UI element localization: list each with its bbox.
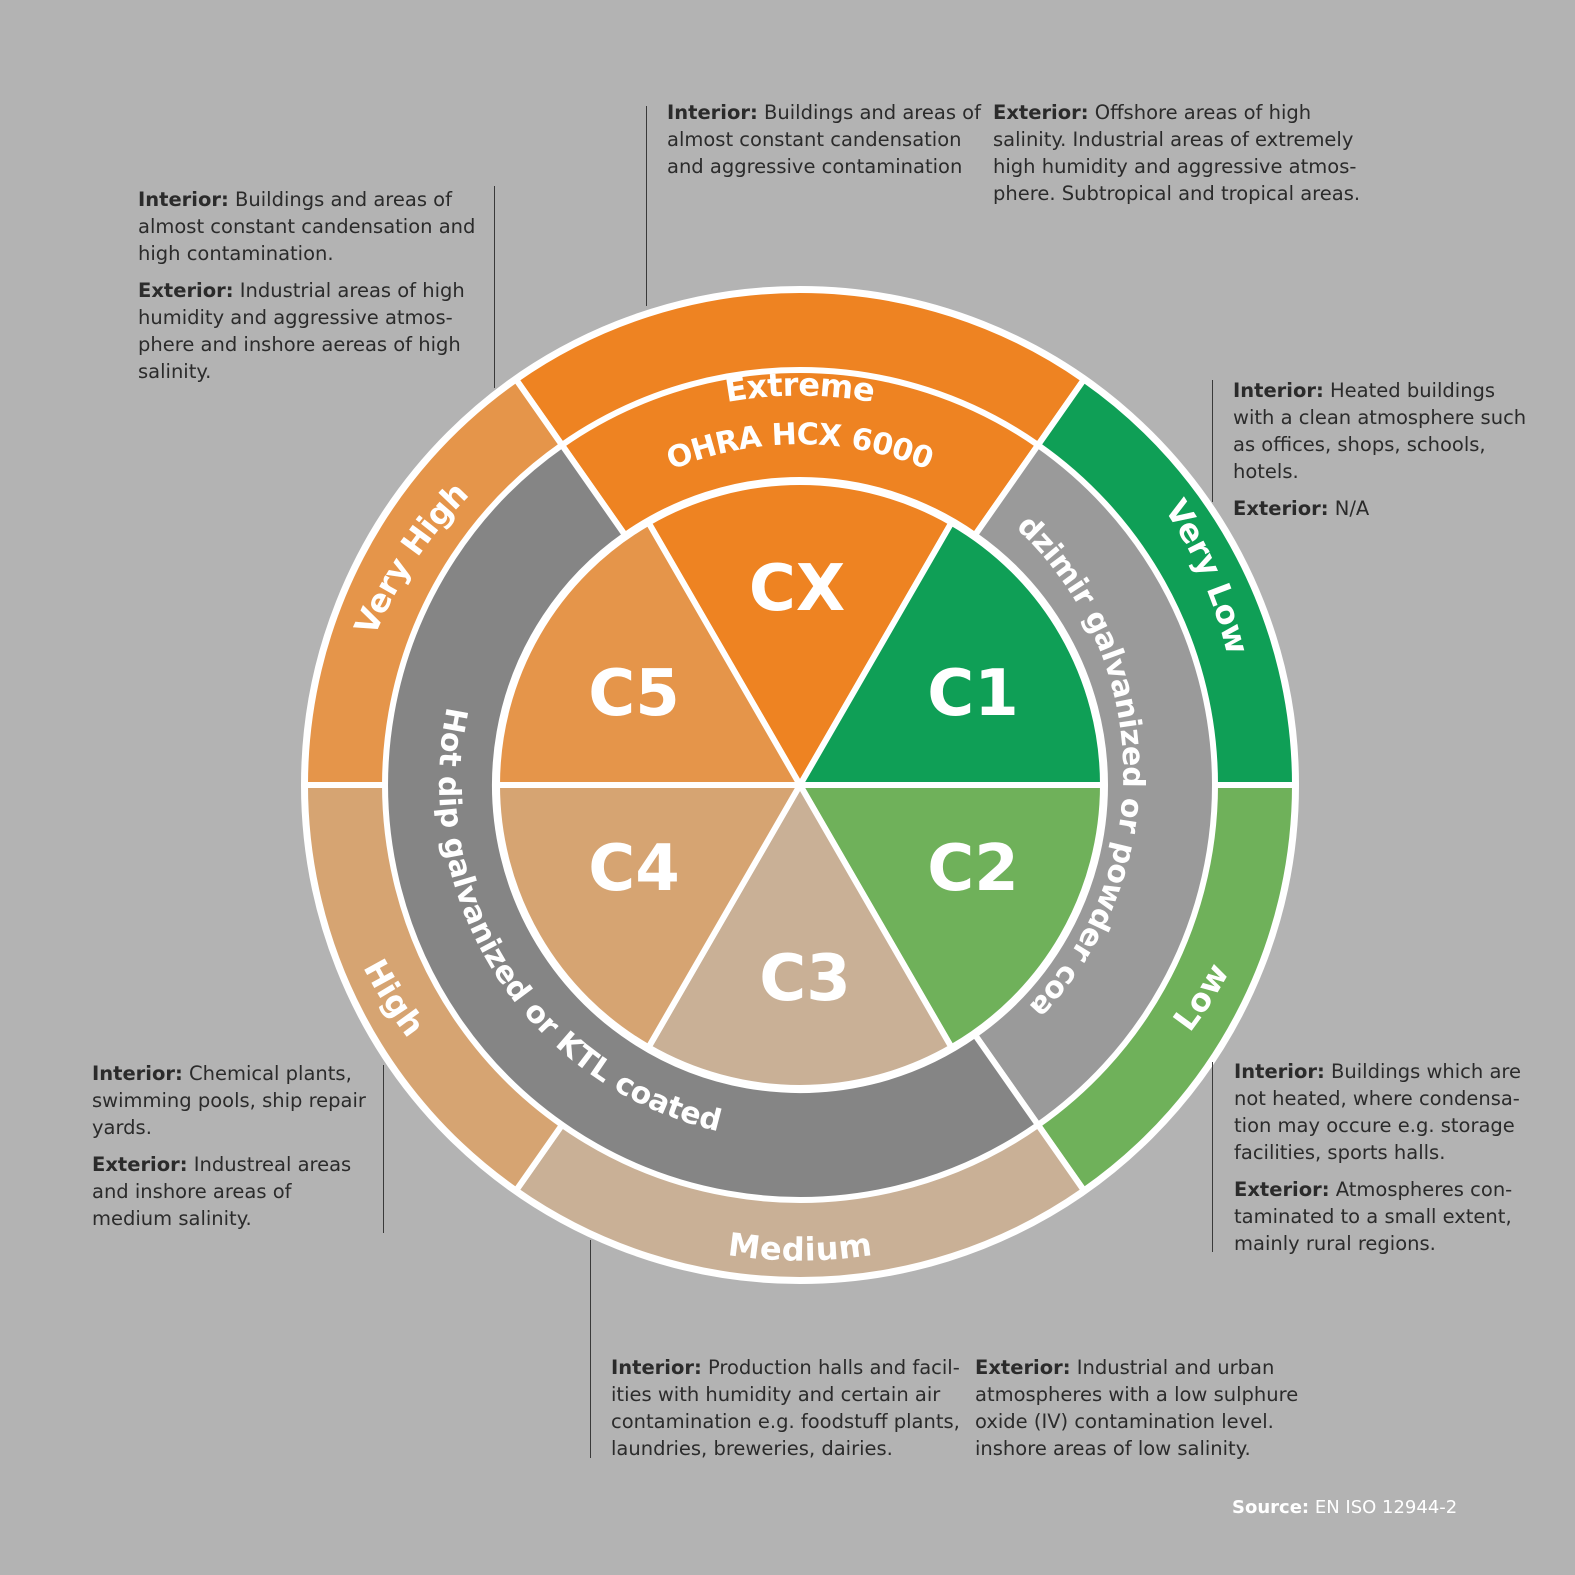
category-label-c4: C4	[588, 832, 680, 906]
category-label-c2: C2	[927, 832, 1019, 906]
note-low: Interior: Buildings which are not heated…	[1234, 1060, 1521, 1255]
sector-c3	[645, 782, 955, 1092]
leader-line-medium	[590, 1240, 591, 1458]
sector-cx	[645, 479, 955, 788]
ring-dividers	[301, 286, 1299, 1284]
note-very-high: Interior: Buildings and areas of almost …	[138, 188, 476, 383]
outer-border	[301, 286, 1299, 1284]
leader-line-extreme	[646, 106, 647, 306]
outer-label-medium: Medium	[726, 1225, 874, 1268]
category-label-c5: C5	[588, 657, 680, 731]
note-medium-exterior: Exterior: Industrial and urban atmospher…	[975, 1356, 1299, 1460]
leader-line-low	[1212, 1062, 1213, 1252]
leader-line-very-high	[494, 186, 495, 388]
sector-c4	[494, 782, 803, 1051]
note-very-low: Interior: Heated buildings with a clean …	[1233, 379, 1527, 520]
leader-line-high	[383, 1065, 384, 1233]
note-medium-interior: Interior: Production halls and facil-iti…	[611, 1356, 960, 1460]
note-extreme-interior: Interior: Buildings and areas of almost …	[667, 101, 981, 178]
inner-wheel	[494, 479, 1106, 1092]
source-credit: Source: EN ISO 12944-2	[1232, 1497, 1458, 1518]
leader-line-very-low	[1212, 380, 1213, 502]
outer-label-extreme: Extreme	[722, 365, 877, 409]
category-label-c3: C3	[759, 942, 851, 1016]
category-label-c1: C1	[927, 657, 1019, 731]
category-label-cx: CX	[749, 552, 845, 626]
sector-c1	[797, 519, 1106, 788]
sector-c2	[797, 782, 1106, 1051]
note-high: Interior: Chemical plants, swimming pool…	[92, 1062, 366, 1230]
sector-c5	[494, 519, 803, 788]
note-extreme-exterior: Exterior: Offshore areas of high salinit…	[993, 101, 1361, 205]
